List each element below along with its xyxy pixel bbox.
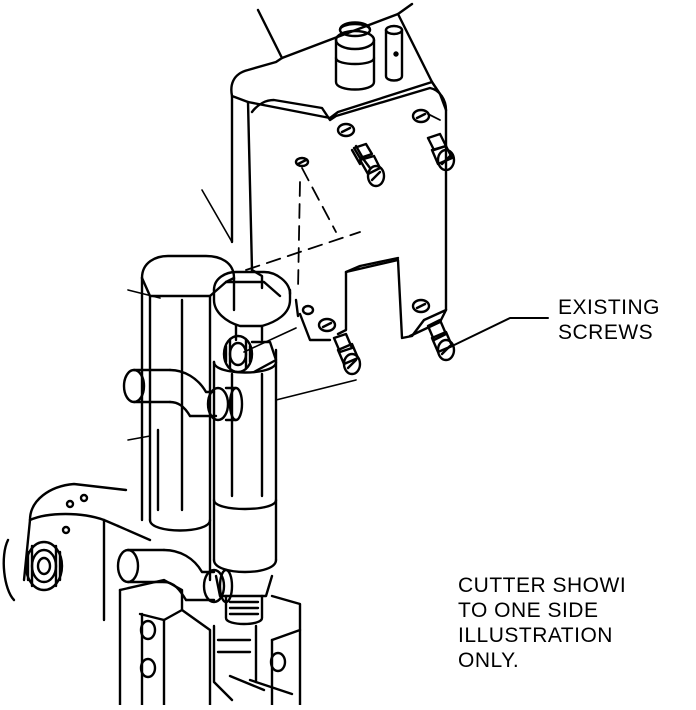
upper-elbow-fitting bbox=[122, 368, 244, 422]
screw-top-right bbox=[411, 108, 456, 172]
adjustment-knob bbox=[222, 334, 278, 374]
base-bracket bbox=[118, 578, 302, 707]
screw-bottom-left bbox=[317, 317, 362, 376]
cutter-column bbox=[140, 254, 236, 582]
screw-top-left bbox=[336, 122, 386, 188]
mounting-plate bbox=[230, 2, 448, 342]
note-line-1: CUTTER SHOWI bbox=[458, 574, 627, 597]
spindle-housing bbox=[2, 482, 152, 622]
dowel-pin bbox=[384, 24, 404, 82]
callout-line-1: EXISTING bbox=[558, 296, 661, 319]
screw-hole-upper bbox=[294, 156, 310, 168]
locating-post bbox=[334, 21, 376, 91]
screw-bottom-right bbox=[411, 298, 456, 362]
callout-line-2: SCREWS bbox=[558, 321, 654, 344]
cylinder-head-block bbox=[212, 270, 292, 342]
pneumatic-cylinder bbox=[212, 348, 278, 626]
note-line-4: ONLY. bbox=[458, 649, 520, 672]
cutter-note: CUTTER SHOWI TO ONE SIDE ILLUSTRATION ON… bbox=[458, 573, 696, 673]
explode-lines bbox=[245, 109, 441, 291]
note-line-3: ILLUSTRATION bbox=[458, 624, 613, 647]
spindle-knob bbox=[24, 540, 64, 592]
existing-screws-callout: EXISTING SCREWS bbox=[558, 295, 660, 345]
screw-hole-lower bbox=[301, 304, 315, 316]
callout-leader bbox=[447, 317, 549, 349]
note-line-2: TO ONE SIDE bbox=[458, 599, 599, 622]
